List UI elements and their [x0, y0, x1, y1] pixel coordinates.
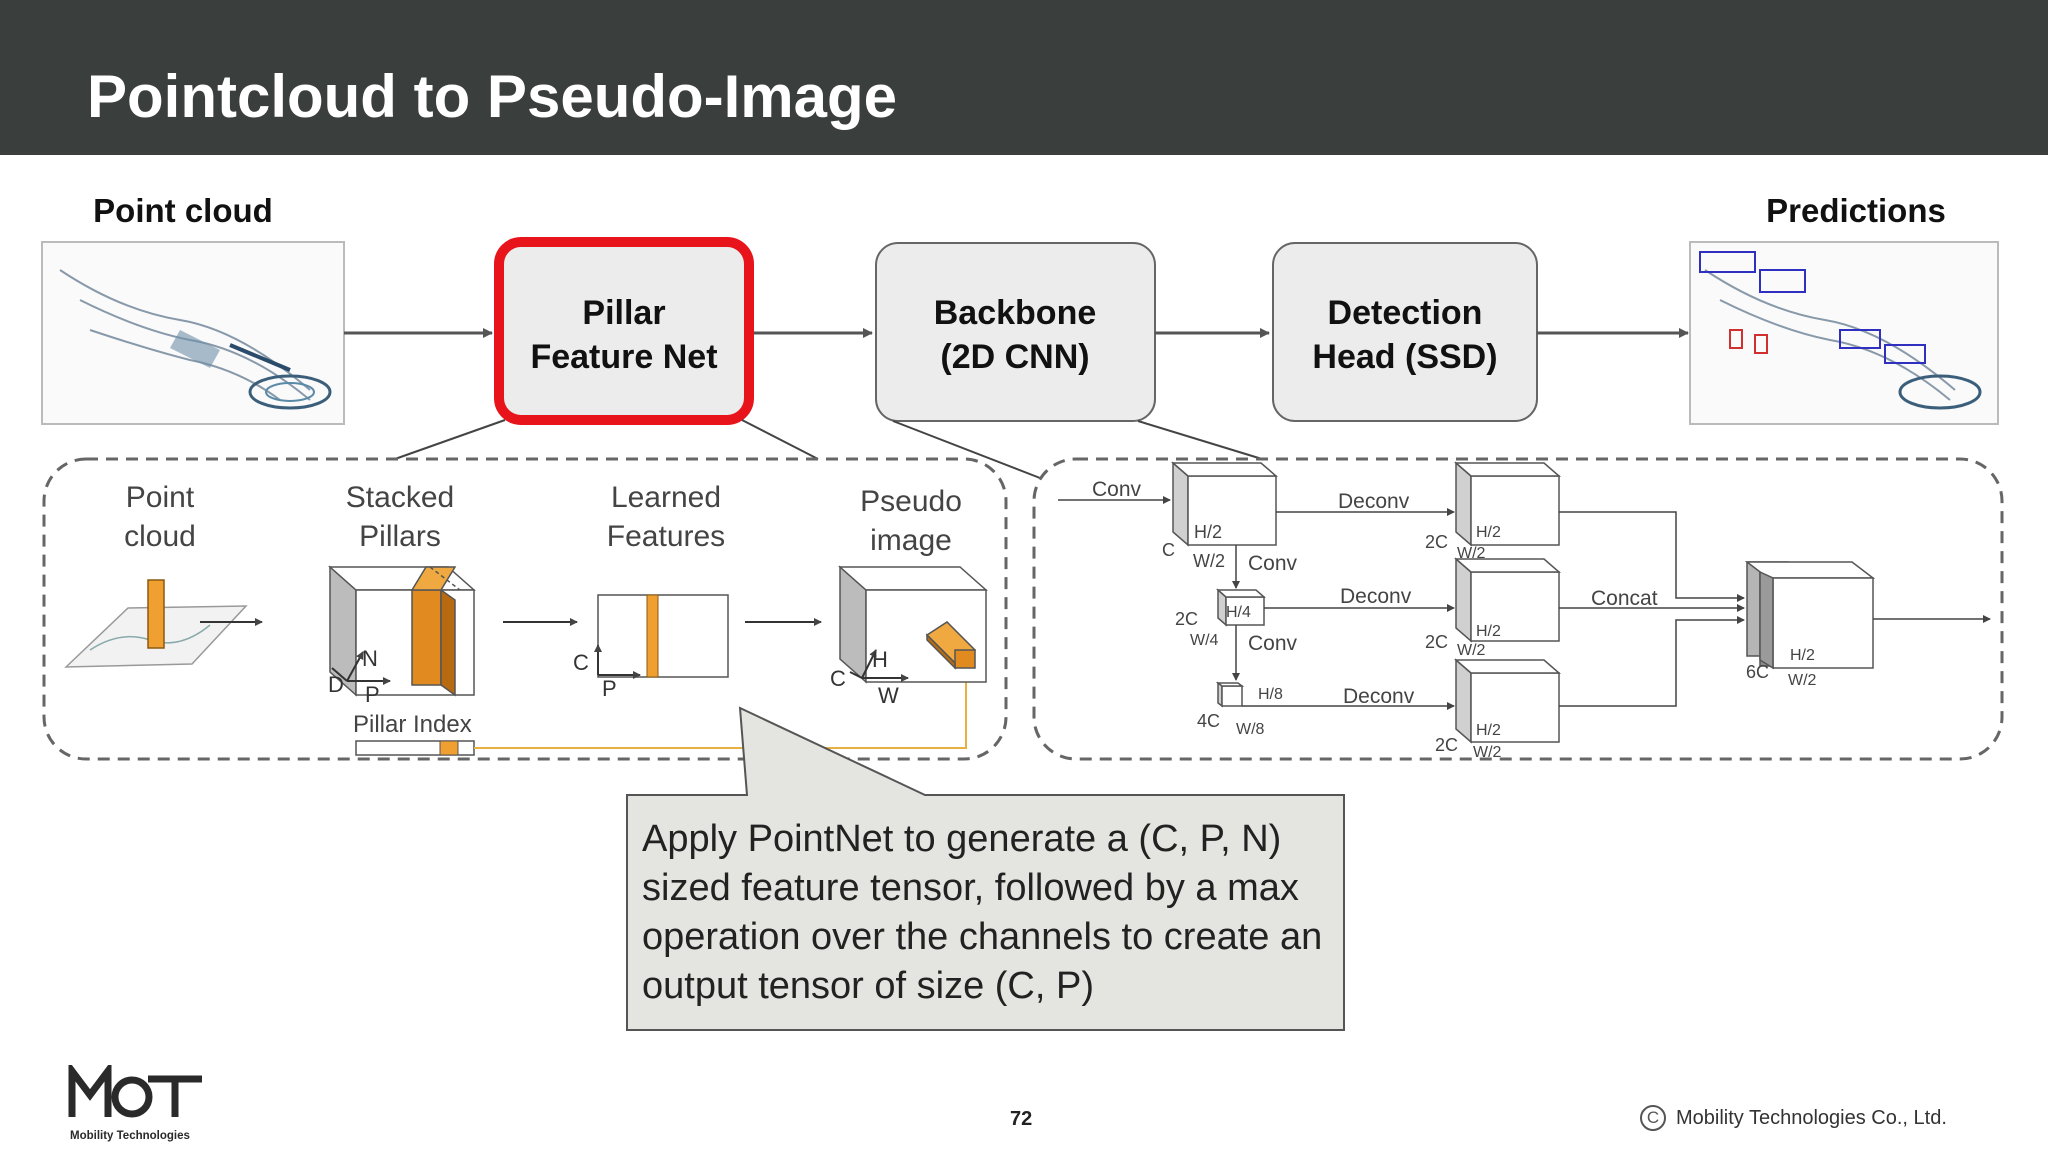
svg-text:4C: 4C [1197, 711, 1220, 731]
svg-text:W/2: W/2 [1193, 551, 1225, 571]
output-label: Predictions [1766, 192, 1946, 229]
svg-text:Detection: Detection [1328, 294, 1483, 332]
mot-logo: Mobility Technologies [68, 1065, 202, 1142]
svg-text:H/2: H/2 [1476, 623, 1501, 640]
detection-head-box: Detection Head (SSD) [1272, 242, 1538, 422]
svg-text:Conv: Conv [1248, 552, 1298, 575]
copyright-icon: C [1640, 1105, 1666, 1131]
backbone-dim-labels: C H/2 W/2 2C H/4 W/4 4C H/8 W/8 2C H/2 W… [1162, 522, 1817, 761]
backbone-box: Backbone (2D CNN) [875, 242, 1156, 422]
axis-c1: C [573, 650, 589, 675]
svg-text:Features: Features [607, 520, 725, 553]
axis-w: W [878, 683, 899, 708]
svg-text:H/2: H/2 [1194, 522, 1222, 542]
title-bar [0, 0, 2048, 155]
backbone-flow [1058, 496, 1991, 710]
callout-text: Apply PointNet to generate a (C, P, N) s… [642, 818, 1323, 1007]
pillar-feature-net-box: Pillar Feature Net [494, 237, 754, 425]
svg-text:Backbone: Backbone [934, 294, 1097, 332]
svg-text:Stacked: Stacked [346, 481, 454, 514]
backbone-blocks [1170, 461, 1876, 744]
slide-title: Pointcloud to Pseudo-Image [87, 63, 898, 130]
svg-text:Head (SSD): Head (SSD) [1312, 338, 1497, 376]
svg-text:2C: 2C [1425, 532, 1448, 552]
svg-text:H/2: H/2 [1476, 722, 1501, 739]
backbone-op-labels: Conv Conv Conv Deconv Deconv Deconv Conc… [1092, 478, 1658, 708]
svg-text:Learned: Learned [611, 481, 721, 514]
svg-text:W/2: W/2 [1473, 744, 1502, 761]
input-label: Point cloud [93, 192, 273, 229]
callout-bubble [626, 706, 1345, 1031]
svg-text:Pseudo: Pseudo [860, 485, 962, 518]
pseudo-image-cube [838, 565, 988, 684]
learned-features-grid [597, 594, 729, 678]
svg-text:Deconv: Deconv [1340, 585, 1412, 608]
predictions-image [1689, 241, 1999, 425]
svg-text:(2D CNN): (2D CNN) [940, 338, 1089, 376]
svg-text:image: image [870, 524, 952, 557]
page-number: 72 [1010, 1108, 1033, 1130]
svg-text:Deconv: Deconv [1343, 685, 1415, 708]
axis-p2: P [602, 676, 617, 701]
axis-h: H [872, 647, 888, 672]
svg-text:Feature Net: Feature Net [530, 338, 717, 376]
pfn-point-cloud [64, 579, 263, 668]
copyright-text: Mobility Technologies Co., Ltd. [1676, 1106, 1947, 1129]
axis-n: N [362, 646, 378, 671]
axis-p: P [365, 682, 380, 707]
svg-text:Pillars: Pillars [359, 520, 441, 553]
svg-text:W/8: W/8 [1236, 721, 1265, 738]
pfn-stage-labels: Point cloud Stacked Pillars Learned Feat… [124, 481, 962, 557]
svg-text:Deconv: Deconv [1338, 490, 1410, 513]
point-cloud-image [41, 241, 345, 425]
svg-text:Conv: Conv [1248, 632, 1298, 655]
svg-text:C: C [1162, 540, 1175, 560]
svg-text:2C: 2C [1425, 632, 1448, 652]
svg-text:H/4: H/4 [1226, 604, 1251, 621]
svg-text:Pillar: Pillar [582, 294, 665, 332]
backbone-detail-panel [1032, 457, 2004, 761]
pillar-index-label: Pillar Index [353, 711, 472, 738]
svg-text:Concat: Concat [1591, 587, 1658, 610]
svg-text:W/2: W/2 [1788, 672, 1817, 689]
svg-text:H/2: H/2 [1476, 524, 1501, 541]
svg-text:2C: 2C [1435, 735, 1458, 755]
svg-text:W/2: W/2 [1457, 642, 1486, 659]
axis-d: D [328, 672, 344, 697]
svg-text:6C: 6C [1746, 662, 1769, 682]
svg-text:cloud: cloud [124, 520, 196, 553]
stacked-pillars-cube [328, 565, 476, 697]
copyright: C Mobility Technologies Co., Ltd. [1640, 1105, 1947, 1131]
svg-text:H/8: H/8 [1258, 686, 1283, 703]
svg-text:2C: 2C [1175, 609, 1198, 629]
svg-text:Mobility Technologies: Mobility Technologies [70, 1130, 190, 1142]
svg-text:Conv: Conv [1092, 478, 1142, 501]
architecture-diagram: Point cloud Predictions Pillar Feature [41, 192, 2004, 1031]
axis-c2: C [830, 666, 846, 691]
svg-text:W/2: W/2 [1457, 545, 1486, 562]
svg-text:W/4: W/4 [1190, 632, 1219, 649]
svg-text:Point: Point [126, 481, 195, 514]
highlight-frame [494, 237, 754, 425]
pfn-detail-panel [42, 457, 1008, 761]
svg-text:H/2: H/2 [1790, 647, 1815, 664]
